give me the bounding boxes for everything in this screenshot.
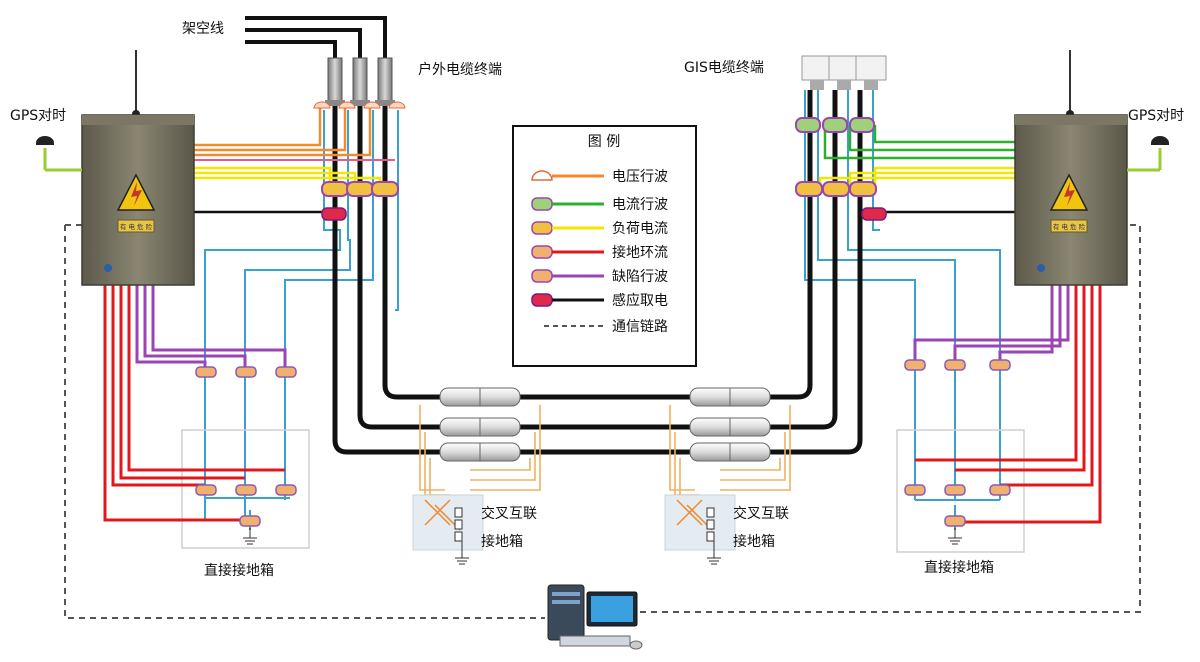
- ct-purple-icon: [531, 269, 553, 283]
- ct-red-icon: [531, 245, 553, 259]
- legend-item-label: 感应取电: [612, 292, 668, 309]
- legend-item-label: 电流行波: [612, 197, 668, 213]
- cabinet-warning-label: 有 电 危 险: [120, 222, 153, 231]
- voltage-sensors: [313, 101, 406, 109]
- ground-box-label-left: 接地箱: [481, 533, 523, 550]
- outdoor-terminal-3: [375, 57, 395, 106]
- gps-label-left: GPS对时: [10, 108, 66, 124]
- direct-ground-box-label-right: 直接接地箱: [924, 559, 994, 576]
- gps-antenna-right: [1127, 136, 1169, 172]
- legend-item-label: 负荷电流: [612, 221, 668, 237]
- legend-item-label: 电压行波: [612, 169, 668, 185]
- cable-joints: [439, 387, 771, 462]
- legend-item-label: 缺陷行波: [612, 269, 668, 285]
- cable-joint: [689, 442, 771, 462]
- cross-bonding-box-left: [412, 494, 484, 565]
- right-ground-circulation-lines: [915, 285, 1102, 524]
- cross-bonding-label-left: 交叉互联: [481, 505, 537, 522]
- ct-yellow-icon: [531, 221, 553, 235]
- gps-label-right: GPS对时: [1128, 108, 1184, 124]
- direct-ground-box-left: [181, 429, 310, 549]
- left-voltage-wave-lines: [190, 108, 372, 157]
- cable-joint: [689, 417, 771, 437]
- right-load-current-lines: [818, 166, 1015, 185]
- cable-joint: [689, 387, 771, 407]
- outdoor-terminal-1: [325, 57, 345, 106]
- ct-magenta-icon: [531, 293, 553, 307]
- ground-box-label-right: 接地箱: [733, 533, 775, 550]
- direct-ground-box-right: [896, 429, 1025, 553]
- monitoring-cabinet-right: 有 电 危 险: [1014, 50, 1128, 286]
- left-defect-wave-lines-lower: [135, 285, 287, 370]
- gis-cable-terminals: [801, 55, 887, 90]
- ground-symbol-left: [243, 528, 257, 545]
- overhead-lines: [245, 16, 387, 58]
- legend: 图 例 电压行波 电流行波 负荷电流 接地环流 缺陷行波 感应取电 通信链路: [512, 125, 697, 367]
- induction-ct-left: [321, 207, 347, 221]
- cable-joint: [439, 387, 521, 407]
- legend-title: 图 例: [588, 134, 620, 150]
- outdoor-cable-terminals: [325, 57, 395, 106]
- gps-antenna-left: [36, 136, 82, 172]
- monitoring-computer-icon: [547, 584, 643, 650]
- legend-item-label: 通信链路: [612, 319, 668, 335]
- left-ground-circulation-lines: [103, 285, 285, 522]
- ct-green-icon: [531, 197, 553, 211]
- main-cables: [332, 90, 863, 455]
- overhead-line-label: 架空线: [182, 21, 224, 37]
- defect-wave-cts-left: [195, 366, 297, 378]
- defect-wave-cts-right: [904, 359, 1011, 371]
- induction-ct-right: [861, 207, 887, 221]
- cable-joint: [439, 442, 521, 462]
- ground-symbol-right: [948, 528, 962, 545]
- ground-current-cts-right: [904, 484, 1011, 527]
- cable-joint: [439, 417, 521, 437]
- gis-terminal-label: GIS电缆终端: [684, 60, 764, 76]
- direct-ground-box-label-left: 直接接地箱: [204, 562, 274, 579]
- load-current-cts-left: [321, 181, 399, 197]
- ground-current-cts-left: [195, 484, 297, 527]
- communication-link: [64, 224, 1141, 619]
- outdoor-terminal-2: [350, 57, 370, 106]
- cabinet-warning-label: 有 电 危 险: [1053, 222, 1086, 231]
- monitoring-cabinet-left: 有 电 危 险: [81, 50, 195, 286]
- outdoor-terminal-label: 户外电缆终端: [418, 61, 502, 78]
- current-wave-cts-right: [795, 117, 875, 133]
- load-current-cts-right: [795, 181, 877, 197]
- cross-bonding-label-right: 交叉互联: [733, 505, 789, 522]
- right-current-wave-lines: [823, 125, 1015, 160]
- right-defect-wave-lines-lower: [913, 285, 1070, 360]
- voltage-sensor-icon: [531, 170, 553, 181]
- legend-item-label: 接地环流: [612, 244, 668, 261]
- cross-bonding-box-right: [664, 494, 736, 565]
